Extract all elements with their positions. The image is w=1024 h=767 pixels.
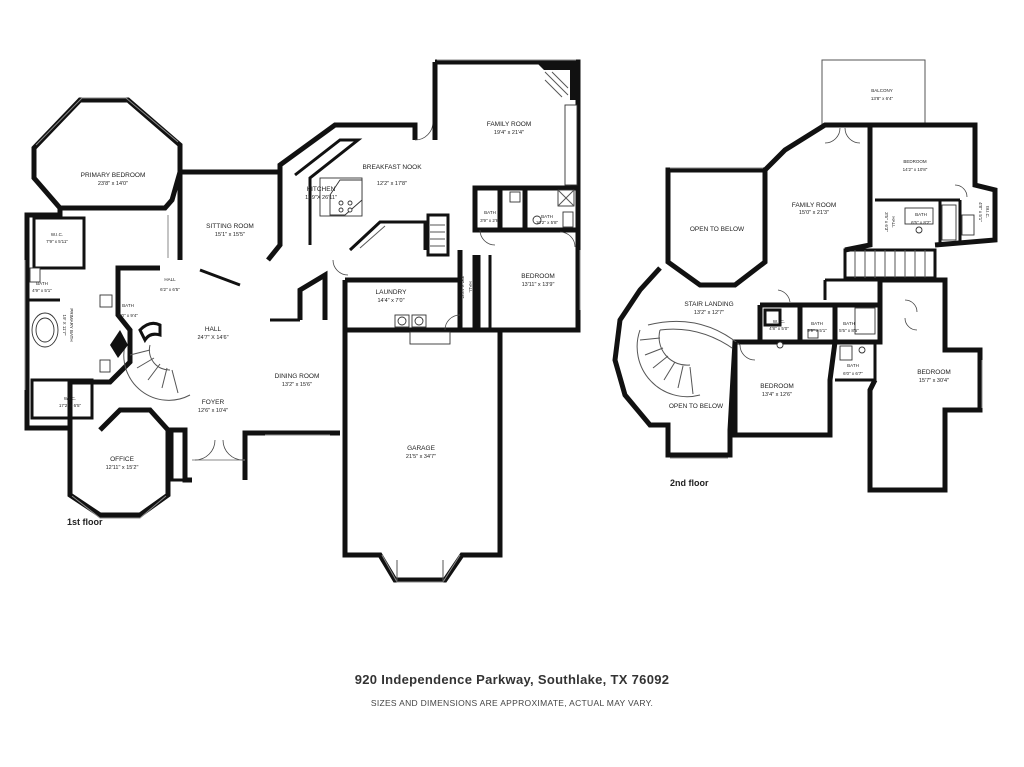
bath-low-walls [835,340,877,382]
first-floor-plan [24,59,581,583]
bath-mid1-label: BATH [811,321,823,326]
stair-second-straight [843,248,937,280]
bedroom-mid-walls [732,341,838,438]
foyer-dims: 12'6" x 10'4" [198,408,228,414]
bedroom-ne-dims: 14'2" x 10'8" [903,167,928,172]
bath-ne-dims: 6'5" x 8'2" [911,220,931,225]
primary-bedroom-walls [31,97,183,211]
property-address: 920 Independence Parkway, Southlake, TX … [354,672,670,687]
primary-bedroom-label: PRIMARY BEDROOM [81,172,146,179]
hall-label: HALL [205,326,222,333]
kitchen-dims: 11'9"X 26'11" [305,195,337,201]
wic-mid-dims: 4'8" x 5'0" [769,326,789,331]
bedroom-se-dims: 15'7" x 30'4" [919,378,949,384]
hall-small-dims: 6'2" x 6'5" [160,287,180,292]
sitting-room-dims: 15'1" x 15'5" [215,232,245,238]
bedroom-first-walls [475,227,581,333]
wic-bottom-label: W.I.C. [64,396,76,401]
wic-ne-label: W.I.C. [985,206,990,218]
wic-top-label: W.I.C. [51,232,63,237]
sitting-room-label: SITTING ROOM [206,223,254,230]
garage-walls [342,327,503,583]
open-to-below-top-label: OPEN TO BELOW [690,226,745,233]
second-floor-labels: BALCONY 13'8" x 6'4" OPEN TO BELOW FAMIL… [669,88,990,488]
bath-low-label: BATH [847,363,859,368]
family-room-second-label: FAMILY ROOM [792,202,837,209]
stair-first-main [348,220,427,252]
bath-hall-label: BATH [122,303,134,308]
wic-mid-label: W.I.C. [773,319,785,324]
bedroom-se-label: BEDROOM [917,369,951,376]
bedroom-first-label: BEDROOM [521,273,555,280]
dining-room-label: DINING ROOM [275,373,320,380]
dining-room-walls [245,270,340,436]
family-room-label: FAMILY ROOM [487,121,532,128]
foyer-label: FOYER [202,399,225,406]
family-room-second-walls [763,122,998,253]
bedroom-ne-walls [875,198,962,245]
spiral-stair-first [138,321,162,344]
spiral-stair-second [636,329,701,398]
garage-dims: 21'5" x 34'7" [406,454,436,460]
hall-dims: 24'7" X 14'6" [197,335,228,341]
office-dims: 12'11" x 15'2" [106,465,139,471]
wic-ne-dims: 4'8" x 5'1" [978,202,983,222]
hall-ne-label: HALL [891,216,896,228]
primary-bedroom-dims: 23'8" x 14'0" [98,181,128,187]
primary-bath-dims: 19' X 11'7" [62,315,67,336]
balcony-outline [821,59,926,125]
hall-vert-label: HALL [468,281,473,293]
bath-mid1-dims: 5'9" x 5'1" [807,328,827,333]
bath-hall-dims: 6'0" x 9'4" [118,313,138,318]
office-label: OFFICE [110,456,134,463]
bath-low-dims: 6'0" x 6'7" [843,371,863,376]
stair-landing-dims: 13'2" x 12'7" [694,310,724,316]
balcony-label: BALCONY [871,88,893,93]
stair-landing-walls [612,266,760,458]
hall-small-label: HALL [164,277,176,282]
dining-room-dims: 13'2" x 15'6" [282,382,312,388]
laundry-label: LAUNDRY [376,289,408,296]
laundry-walls [342,250,478,333]
wic-top-dims: 7'9" x 5'11" [46,239,68,244]
bath-family-dims: 10'2" x 5'8" [536,220,559,225]
balcony-dims: 13'8" x 6'4" [871,96,894,101]
stair-landing-label: STAIR LANDING [684,301,733,308]
second-floor-label: 2nd floor [670,478,709,488]
bedroom-mid-label: BEDROOM [760,383,794,390]
family-room-second-dims: 15'0" x 21'3" [799,210,829,216]
bath-ne-label: BATH [915,212,927,217]
bedroom-mid-dims: 13'4" x 12'6" [762,392,792,398]
open-to-below-bottom-label: OPEN TO BELOW [669,403,724,410]
kitchen-walls [277,62,438,245]
bedroom-ne-label: BEDROOM [903,159,927,164]
hall-ne-dims: 3'5" x 6'3" [884,212,889,232]
wic-bottom-dims: 17'2" x 6'5" [59,403,82,408]
first-floor-labels: PRIMARY BEDROOM 23'8" x 14'0" W.I.C. 7'9… [32,121,558,527]
garage-label: GARAGE [407,445,435,452]
kitchen-label: KITCHEN [307,186,336,193]
bath-tiny-dims: 3'9" x 2'8" [480,218,500,223]
bath-small-label: BATH [36,281,48,286]
bath-mid2-label: BATH [843,321,855,326]
foyer-walls [168,427,340,483]
laundry-dims: 14'4" x 7'0" [377,298,404,304]
family-room-dims: 19'4" x 21'4" [494,130,524,136]
bath-mid2-dims: 5'5" x 8'5" [839,328,859,333]
hall-vert-dims: 3'8" X 11'7" [460,276,465,299]
bath-family-label: BATH [541,214,553,219]
breakfast-nook-label: BREAKFAST NOOK [362,164,422,171]
sitting-room-walls [177,169,283,262]
primary-bath-label: PRIMARY BATH [69,308,74,341]
bedroom-first-dims: 13'11" x 13'9" [522,282,555,288]
second-floor-plan [612,59,998,493]
bath-tiny-label: BATH [484,210,496,215]
bath-small-dims: 4'9" x 5'1" [32,288,52,293]
bedroom-se-walls [867,277,983,493]
breakfast-nook-dims: 12'2" x 17'8" [377,181,407,187]
primary-bath-walls [24,208,160,431]
first-floor-label: 1st floor [67,517,103,527]
dimensions-disclaimer: SIZES AND DIMENSIONS ARE APPROXIMATE, AC… [370,698,654,708]
